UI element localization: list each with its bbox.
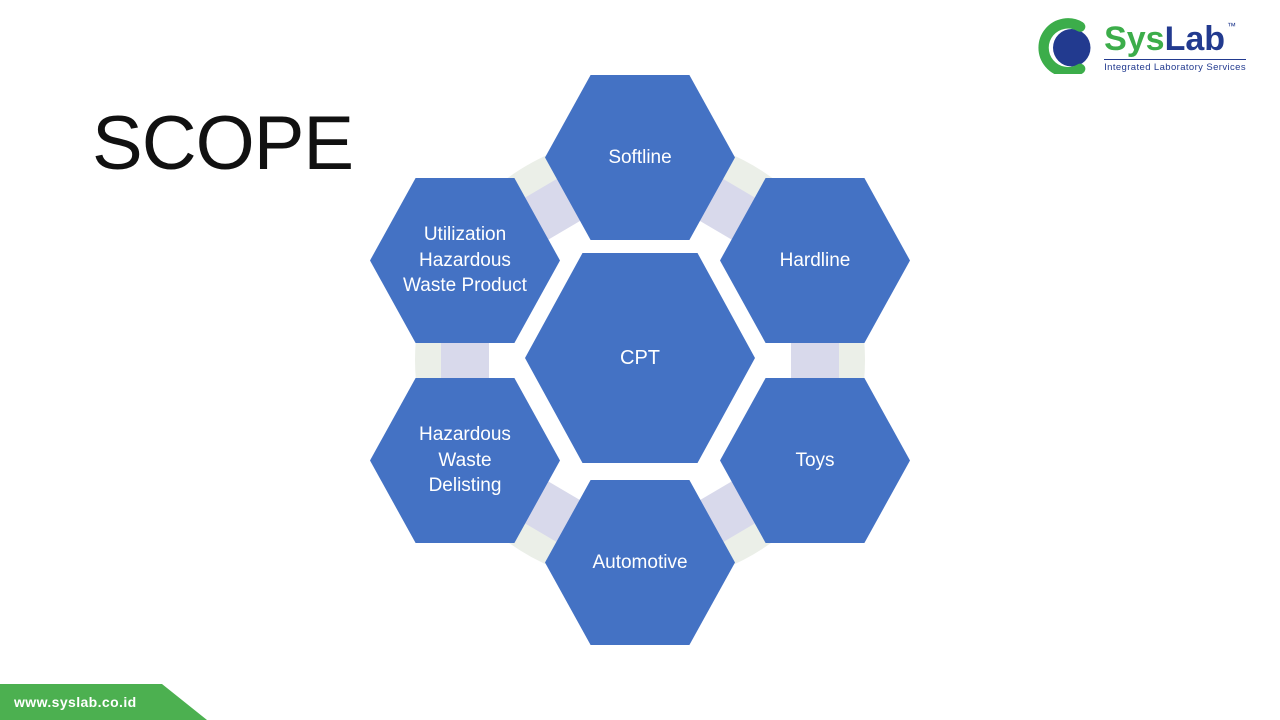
hexagon-automotive: Automotive [545,480,735,645]
hexagon-softline: Softline [545,75,735,240]
hexagon-hazardous-waste-delisting: Hazardous Waste Delisting [370,378,560,543]
brand-lab: Lab [1164,20,1226,58]
syslab-logo: Sys Lab ™ Integrated Laboratory Services [1038,14,1246,74]
syslab-logo-mark-icon [1038,18,1091,74]
trademark-symbol: ™ [1227,21,1237,31]
slide-title: SCOPE [92,101,354,186]
hexagon-utilization-hazardous-waste-product: Utilization Hazardous Waste Product [370,178,560,343]
hexagon-label: Toys [795,449,835,471]
hexagon-label: Automotive [592,551,688,573]
brand-sys: Sys [1104,20,1165,58]
logo-text: Sys Lab ™ Integrated Laboratory Services [1104,14,1246,73]
hexagon-toys: Toys [720,378,910,543]
hexagon-label: Utilization Hazardous Waste Product [403,224,527,297]
brand-line: Sys Lab ™ [1104,20,1246,58]
hexagon-label: Hardline [779,249,851,271]
hexagon-label: Hazardous Waste Delisting [419,424,511,497]
footer-url: www.syslab.co.id [14,694,137,710]
hexagon-label: CPT [620,346,660,369]
hexagon-label: Softline [608,146,672,168]
hexagon-hardline: Hardline [720,178,910,343]
logo-tagline: Integrated Laboratory Services [1104,59,1246,73]
footer-banner: www.syslab.co.id [0,684,207,720]
